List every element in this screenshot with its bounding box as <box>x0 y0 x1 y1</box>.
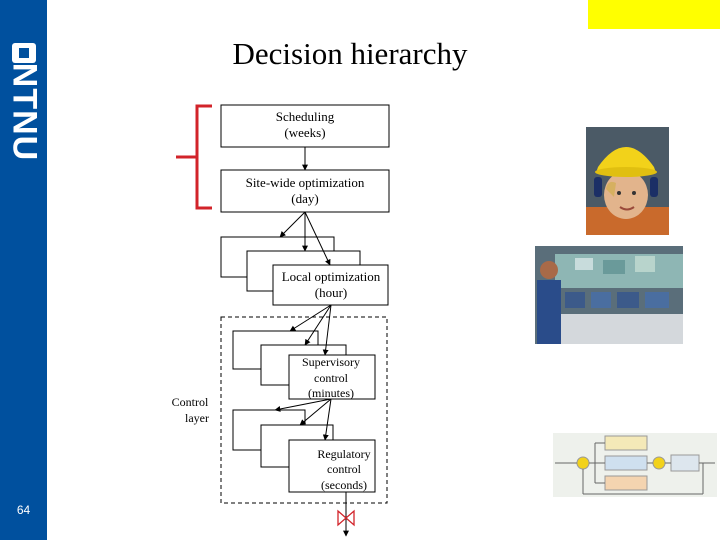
regulatory-label: Regulatory <box>317 447 370 461</box>
valve-icon <box>337 509 355 527</box>
local-optimization-box <box>272 264 389 306</box>
sitewide-box <box>220 169 390 213</box>
scheduling-box <box>220 104 390 148</box>
scheduling-timescale: (weeks) <box>284 125 325 140</box>
regulatory-box <box>288 439 376 493</box>
control-layer-box <box>220 316 388 504</box>
pid-block-diagram <box>553 433 717 497</box>
sitewide-timescale: (day) <box>291 191 318 206</box>
scheduling-label: Scheduling <box>276 109 335 124</box>
helmet-worker-photo <box>586 127 669 235</box>
ntnu-logo-icon <box>12 43 36 63</box>
supervisory-label: Supervisory <box>302 355 360 369</box>
control-layer-label: Control <box>172 395 209 409</box>
slide-title: Decision hierarchy <box>232 36 468 71</box>
regulatory-label-2: control <box>327 462 362 476</box>
ntnu-sidebar: NTNU 64 <box>0 0 47 540</box>
supervisory-box <box>288 354 376 400</box>
slide-number: 64 <box>16 503 31 517</box>
local-timescale: (hour) <box>315 285 348 300</box>
local-label: Local optimization <box>282 269 381 284</box>
control-layer-label-2: layer <box>185 411 209 425</box>
regulatory-timescale: (seconds) <box>321 478 367 492</box>
supervisory-timescale: (minutes) <box>308 386 354 400</box>
control-room-photo <box>535 246 683 344</box>
red-bracket <box>176 104 212 210</box>
sitewide-label: Site-wide optimization <box>246 175 365 190</box>
supervisory-label-2: control <box>314 371 349 385</box>
highlight-box <box>588 0 720 29</box>
